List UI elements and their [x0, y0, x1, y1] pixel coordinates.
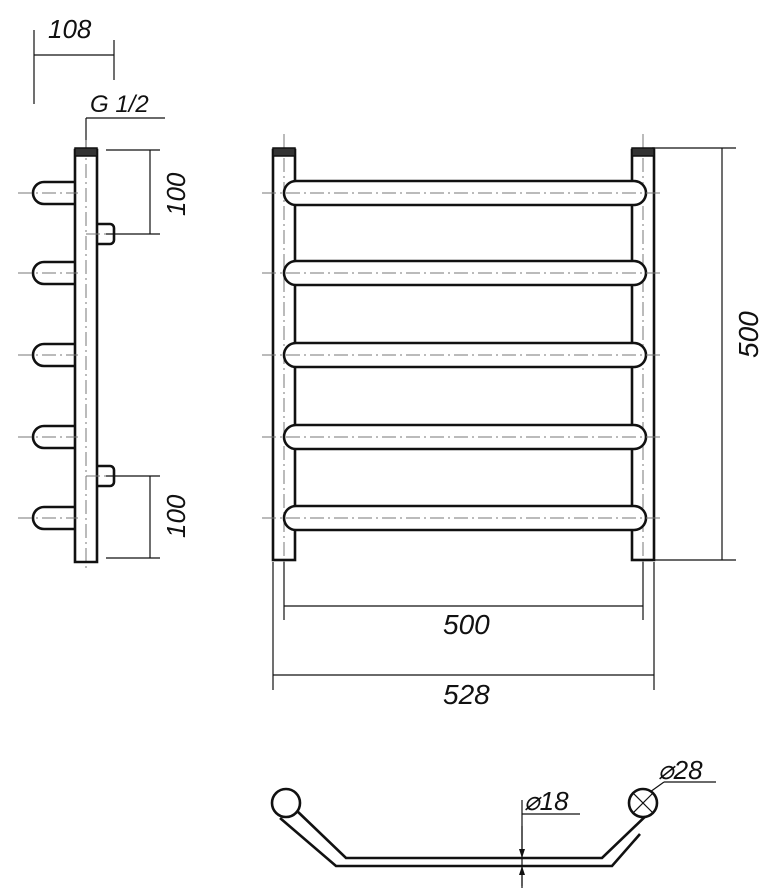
section-view: ⌀28 ⌀18	[270, 755, 716, 888]
bottom-spacing-label: 100	[161, 494, 191, 538]
rung	[262, 259, 664, 287]
rung-stub	[18, 342, 78, 368]
side-rung-stubs	[18, 180, 78, 531]
rung-stub	[18, 424, 78, 450]
left-cap-icon	[272, 147, 296, 157]
side-view: 108 G 1/2	[18, 14, 191, 572]
inner-width-dimension: 500	[283, 562, 644, 640]
thread-label: G 1/2	[90, 91, 149, 118]
side-cap-icon	[74, 147, 98, 157]
right-riser-section-icon	[627, 787, 659, 819]
outer-diameter-label: ⌀28	[658, 755, 703, 785]
height-dimension: 500	[652, 147, 764, 561]
rung	[262, 423, 664, 451]
outer-diameter-callout: ⌀28	[649, 755, 716, 793]
top-spacing-label: 100	[161, 172, 191, 216]
bottom-spacing-dimension: 100	[106, 475, 191, 559]
side-riser	[73, 140, 99, 572]
inner-width-label: 500	[443, 609, 490, 640]
depth-label: 108	[48, 14, 92, 44]
rung-stub	[18, 505, 78, 531]
front-view: 500 500 528	[262, 134, 764, 710]
inner-diameter-label: ⌀18	[524, 786, 569, 816]
thread-callout: G 1/2	[85, 91, 165, 148]
rung-stub	[18, 260, 78, 286]
rung	[262, 504, 664, 532]
outer-width-dimension: 528	[272, 562, 655, 710]
rung	[262, 179, 664, 207]
outer-width-label: 528	[443, 679, 490, 710]
front-rungs	[262, 179, 664, 532]
depth-dimension: 108	[33, 14, 115, 104]
left-riser-section-icon	[270, 787, 302, 819]
inner-diameter-callout: ⌀18	[519, 786, 580, 888]
height-label: 500	[733, 311, 764, 358]
top-spacing-dimension: 100	[106, 149, 191, 235]
rung-stub	[18, 180, 78, 206]
right-cap-icon	[631, 147, 655, 157]
rung	[262, 341, 664, 369]
wall-nipples	[86, 222, 122, 488]
